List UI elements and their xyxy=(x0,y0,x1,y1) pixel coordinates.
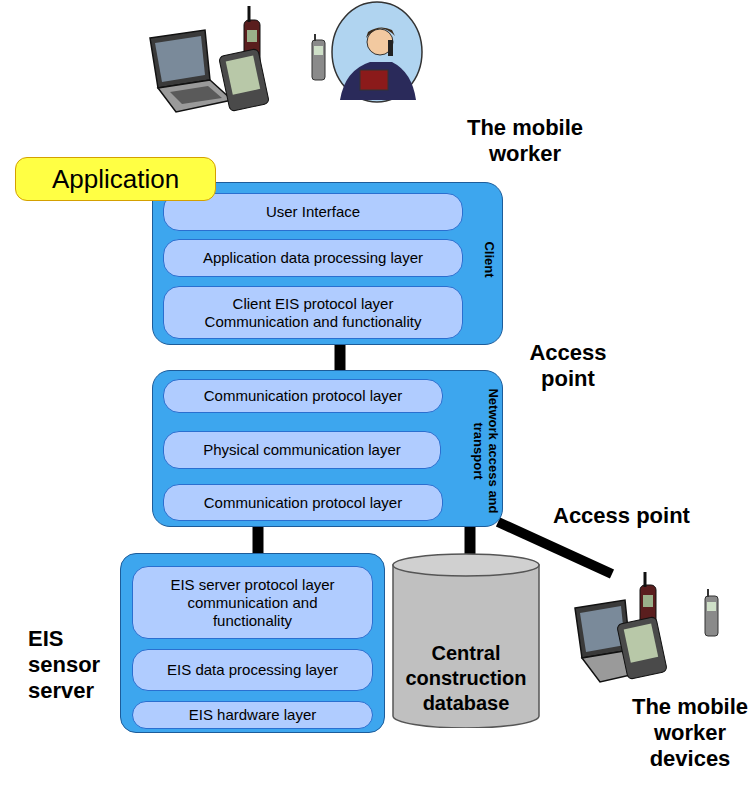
layer-label: Application data processing layer xyxy=(203,249,423,267)
caption-label: Access point xyxy=(508,340,628,392)
layer-box: Communication protocol layer xyxy=(163,379,443,413)
layer-group-box: Client User InterfaceApplication data pro… xyxy=(152,182,503,345)
layer-label: User Interface xyxy=(266,203,360,221)
layer-label: Client EIS protocol layer Communication … xyxy=(191,295,436,331)
link-connector xyxy=(335,345,346,370)
layer-box: EIS hardware layer xyxy=(132,701,373,729)
mobile-phone-icon xyxy=(312,34,325,80)
link-connector xyxy=(253,527,264,553)
caption-label: The mobile worker xyxy=(440,115,610,167)
caption-label: Access point xyxy=(553,503,743,529)
layer-label: Physical communication layer xyxy=(203,441,401,459)
application-tag: Application xyxy=(15,157,216,201)
layer-box: Physical communication layer xyxy=(163,431,441,469)
layer-box: Application data processing layer xyxy=(163,239,463,277)
group-label: Network access and transport xyxy=(471,386,501,516)
layer-box: EIS server protocol layer communication … xyxy=(132,566,373,639)
layer-label: Communication protocol layer xyxy=(204,387,402,405)
tag-label: Application xyxy=(52,164,179,195)
layer-box: Communication protocol layer xyxy=(163,484,443,521)
layer-group-box: Network access and transportCommunicatio… xyxy=(152,370,503,527)
link-connector xyxy=(465,527,476,557)
pda-icon xyxy=(617,616,668,679)
layer-box: Client EIS protocol layer Communication … xyxy=(163,286,463,339)
caption-label: The mobile worker devices xyxy=(628,694,752,772)
group-label: Client xyxy=(482,230,497,290)
layer-label: EIS data processing layer xyxy=(167,661,338,679)
server-box: EIS sensor serverEIS server protocol lay… xyxy=(120,553,385,733)
layer-label: EIS server protocol layer communication … xyxy=(163,576,343,630)
server-heading: EIS sensor server xyxy=(28,626,112,704)
layer-label: Communication protocol layer xyxy=(204,494,402,512)
database-cylinder: Central construction database xyxy=(392,553,540,728)
layer-box: EIS data processing layer xyxy=(132,649,373,691)
pda-icon xyxy=(219,48,270,111)
laptop-icon xyxy=(150,30,232,112)
worker-figure xyxy=(332,2,422,102)
layer-label: EIS hardware layer xyxy=(189,706,317,724)
mobile-phone-icon xyxy=(705,589,718,636)
database-label: Central construction database xyxy=(396,641,536,716)
